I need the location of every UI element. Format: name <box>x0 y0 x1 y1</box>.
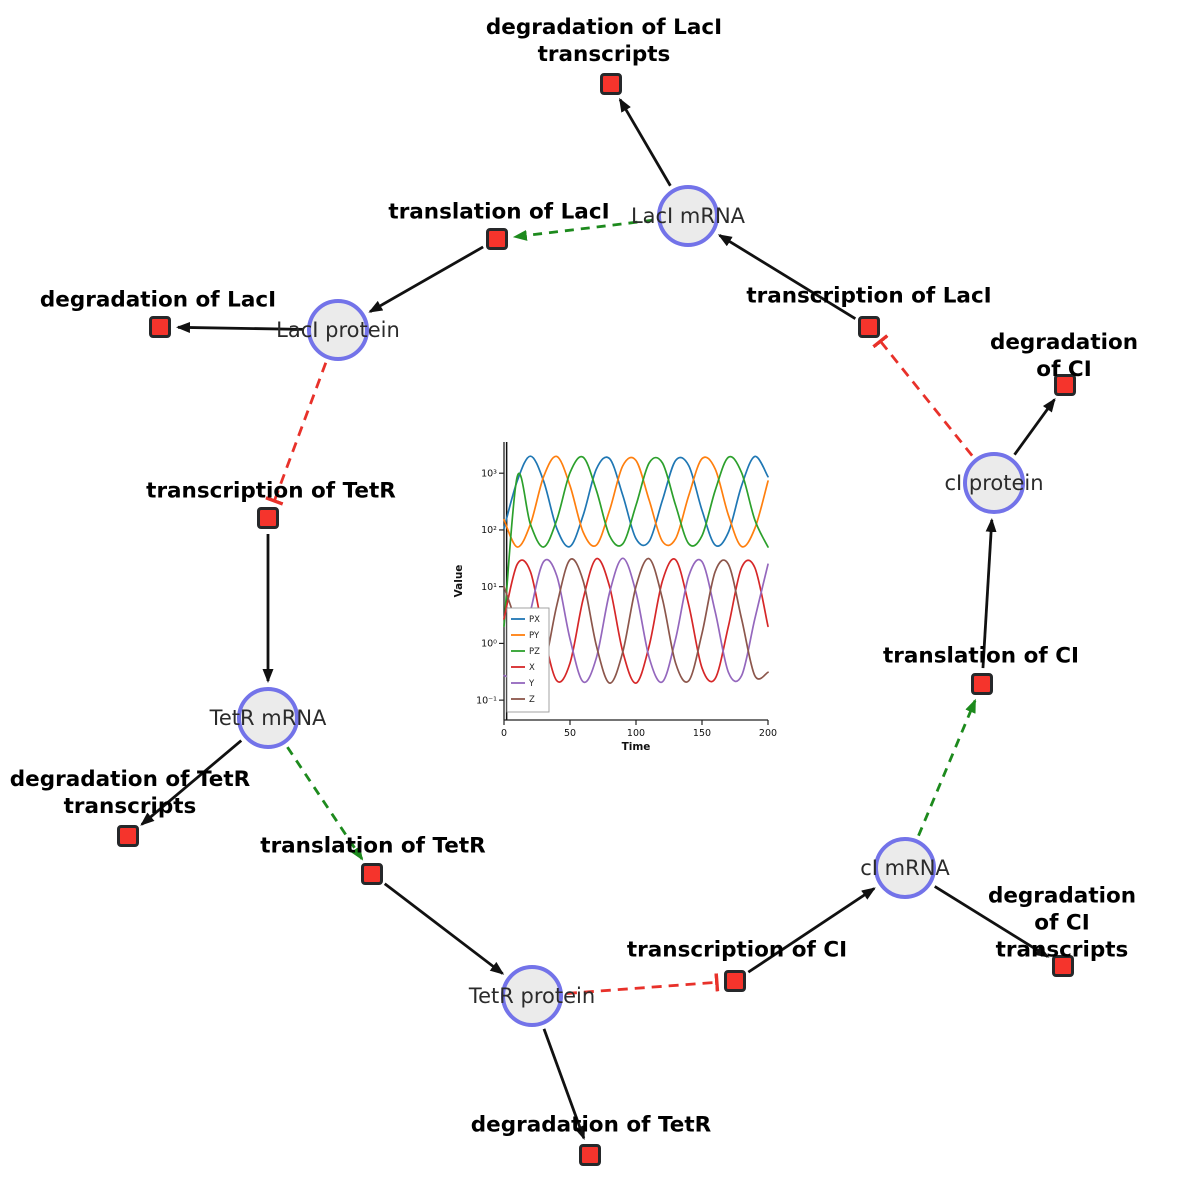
reaction-label-tl_laci: translation of LacI <box>388 199 610 225</box>
series-Y <box>503 557 769 684</box>
reaction-label-deg_laci: degradation of LacI <box>39 287 277 313</box>
reaction-label-tx_laci: transcription of LacI <box>746 283 992 309</box>
edge-ci_protein-tx_laci-inhibition <box>872 334 974 457</box>
reaction-node-tl_tetr[interactable] <box>361 863 383 885</box>
edge-laci_mrna-tl_laci-modifier <box>512 218 654 241</box>
y-axis-label: Value <box>453 565 465 598</box>
edge-ci_mrna-tl_ci-modifier <box>917 698 977 837</box>
edge-laci_protein-deg_laci-consumption <box>175 322 304 334</box>
reaction-label-deg_tetr_tx: degradation of TetR transcripts <box>9 767 251 819</box>
legend-label-PX: PX <box>529 615 540 625</box>
reaction-node-tl_laci[interactable] <box>486 228 508 250</box>
series-PZ <box>503 455 769 628</box>
y-tick-label: 10⁰ <box>481 639 497 650</box>
reaction-label-deg_laci_tx: degradation of LacI transcripts <box>485 15 723 67</box>
edge-tx_laci-laci_mrna-production <box>717 234 857 320</box>
species-label-tetr_protein: TetR protein <box>468 984 596 1008</box>
edge-tl_ci-ci_protein-production <box>981 517 997 669</box>
edge-tl_laci-laci_protein-production <box>368 245 484 313</box>
species-node-laci_mrna[interactable] <box>657 185 719 247</box>
series-PY <box>503 455 769 548</box>
species-node-ci_protein[interactable] <box>963 452 1025 514</box>
series-PX <box>503 455 769 548</box>
x-tick-label: 150 <box>693 728 711 739</box>
reaction-label-deg_ci: degradation of CI <box>989 330 1139 382</box>
y-tick-label: 10¹ <box>481 582 497 593</box>
reaction-node-deg_tetr_tx[interactable] <box>117 825 139 847</box>
edge-tx_ci-ci_mrna-production <box>747 887 876 974</box>
legend-label-Z: Z <box>529 695 535 705</box>
reaction-label-deg_ci_tx: degradation of CI transcripts <box>987 883 1137 963</box>
edge-tetr_mrna-tl_tetr-modifier <box>286 746 364 861</box>
edge-laci_protein-tx_tetr-inhibition <box>265 362 328 506</box>
edge-ci_protein-deg_ci-consumption <box>1013 397 1056 456</box>
reaction-node-tx_laci[interactable] <box>858 316 880 338</box>
reaction-node-deg_laci_tx[interactable] <box>600 73 622 95</box>
legend-label-Y: Y <box>528 679 535 689</box>
reaction-label-tx_tetr: transcription of TetR <box>146 478 396 504</box>
x-tick-label: 200 <box>759 728 777 739</box>
edge-ci_mrna-deg_ci_tx-consumption <box>934 885 1050 958</box>
x-tick-label: 0 <box>501 728 507 739</box>
reaction-node-tx_ci[interactable] <box>724 970 746 992</box>
reaction-label-tl_ci: translation of CI <box>883 643 1079 669</box>
species-node-laci_protein[interactable] <box>307 299 369 361</box>
reaction-label-tl_tetr: translation of TetR <box>260 833 486 859</box>
edge-tl_tetr-tetr_protein-production <box>383 882 505 975</box>
species-label-laci_mrna: LacI mRNA <box>630 204 746 228</box>
reaction-node-deg_ci_tx[interactable] <box>1052 955 1074 977</box>
edge-tetr_protein-tx_ci-inhibition <box>566 973 720 995</box>
reaction-node-deg_laci[interactable] <box>149 316 171 338</box>
x-tick-label: 50 <box>564 728 576 739</box>
legend-box <box>506 607 550 713</box>
reaction-node-deg_ci[interactable] <box>1054 374 1076 396</box>
reaction-node-tx_tetr[interactable] <box>257 507 279 529</box>
legend-label-PZ: PZ <box>529 647 540 657</box>
species-node-ci_mrna[interactable] <box>874 837 936 899</box>
reaction-label-tx_ci: transcription of CI <box>626 937 848 963</box>
species-label-laci_protein: LacI protein <box>276 318 400 342</box>
y-tick-label: 10⁻¹ <box>476 695 497 706</box>
legend-label-PY: PY <box>529 631 540 641</box>
x-axis-label: Time <box>622 741 651 753</box>
legend-label-X: X <box>529 663 535 673</box>
species-node-tetr_protein[interactable] <box>501 965 563 1027</box>
edge-tetr_mrna-deg_tetr_tx-consumption <box>140 739 243 826</box>
species-label-ci_mrna: cI mRNA <box>860 856 950 880</box>
species-node-tetr_mrna[interactable] <box>237 687 299 749</box>
edge-laci_mrna-deg_laci_tx-consumption <box>618 97 672 187</box>
y-tick-label: 10² <box>481 525 497 536</box>
x-tick-label: 100 <box>627 728 645 739</box>
species-label-ci_protein: cI protein <box>944 471 1044 495</box>
y-tick-label: 10³ <box>481 468 497 479</box>
reaction-node-tl_ci[interactable] <box>971 673 993 695</box>
species-label-tetr_mrna: TetR mRNA <box>209 706 327 730</box>
reaction-node-deg_tetr[interactable] <box>579 1144 601 1166</box>
reaction-label-deg_tetr: degradation of TetR <box>470 1112 712 1138</box>
edge-tetr_protein-deg_tetr-consumption <box>542 1028 586 1140</box>
